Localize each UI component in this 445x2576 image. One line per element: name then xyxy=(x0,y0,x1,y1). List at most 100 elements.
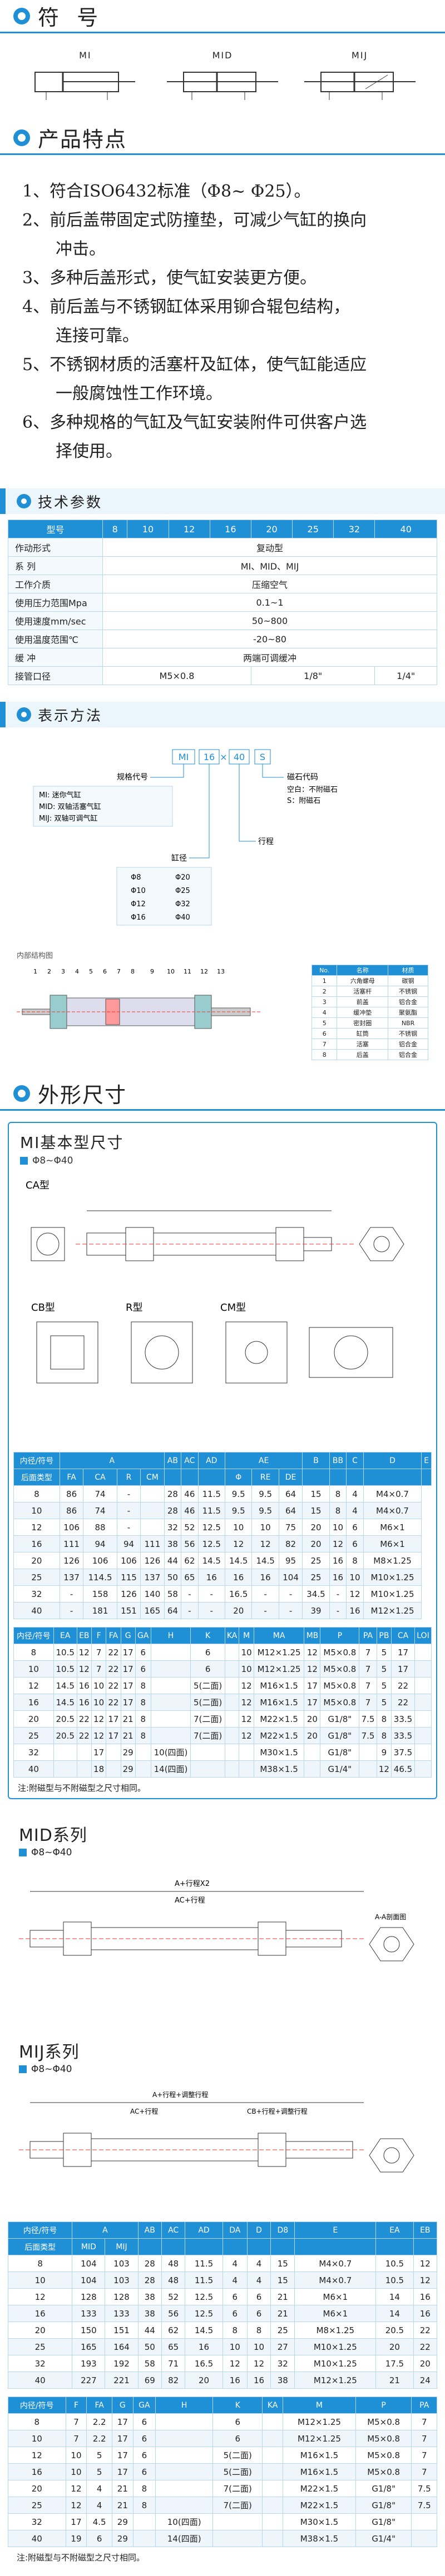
table-cell: 15 xyxy=(270,2255,295,2272)
table-cell: 4 xyxy=(222,2272,248,2289)
table-cell: 19 xyxy=(65,2530,87,2547)
table-cell: 16 xyxy=(7,2305,73,2322)
table-cell: 6 xyxy=(132,2447,156,2464)
table-cell: 12 xyxy=(7,2288,73,2305)
table-cell: 20.5 xyxy=(53,1727,77,1744)
table-header-cell: FA xyxy=(106,1627,121,1644)
table-cell: 17 xyxy=(391,1660,415,1678)
table-row: 缓 冲两端可调缓冲 xyxy=(8,648,437,667)
table-cell: 14.5 xyxy=(197,1552,225,1569)
table-cell: 10.5 xyxy=(53,1660,77,1678)
table-cell: 9 xyxy=(376,1744,392,1761)
table-cell: 5 xyxy=(86,2447,112,2464)
table-cell: 6 xyxy=(135,1644,151,1661)
table-cell: 133 xyxy=(72,2305,106,2322)
table-cell: 12.5 xyxy=(197,1519,225,1536)
table-cell: M8×1.25 xyxy=(294,2322,377,2339)
bore-option: Φ32 xyxy=(175,900,190,908)
table-cell: 8 xyxy=(7,2255,73,2272)
table-cell: - xyxy=(278,1585,303,1602)
table-cell: 4 xyxy=(86,2497,112,2514)
table-cell: 7.5 xyxy=(359,1727,377,1744)
table-cell xyxy=(212,2513,263,2530)
part-num-3: 3 xyxy=(61,968,65,975)
table-cell: 11.5 xyxy=(197,1502,225,1519)
table-cell: 8 xyxy=(329,1485,347,1502)
table-cell: 22 xyxy=(413,2338,438,2355)
table-cell: 46 xyxy=(181,1502,199,1519)
table-cell: 7 xyxy=(411,2463,437,2480)
table-cell: 58 xyxy=(137,2355,162,2372)
table-cell: 20 xyxy=(7,2322,73,2339)
table-cell: 17 xyxy=(106,1710,121,1728)
table-cell: M4×0.7 xyxy=(363,1502,422,1519)
symbol-title: 符 号 xyxy=(38,6,104,30)
table-cell xyxy=(224,1760,240,1778)
bore-option: Φ12 xyxy=(131,900,146,908)
table-header-cell: H xyxy=(155,2397,214,2414)
table-cell: 6 xyxy=(212,2430,263,2447)
table-header-cell: K xyxy=(190,1627,225,1644)
table-cell: 25 xyxy=(7,2338,73,2355)
table-cell: 5 xyxy=(86,2463,112,2480)
table-cell xyxy=(150,1727,191,1744)
table-cell: 16 xyxy=(8,2463,66,2480)
table-cell: - xyxy=(116,1502,141,1519)
bore-option: Φ40 xyxy=(175,913,190,922)
table-cell xyxy=(224,1744,240,1761)
table-cell: 7 xyxy=(359,1677,377,1694)
table-cell: 20 xyxy=(375,2338,414,2355)
table-cell: 46 xyxy=(181,1485,199,1502)
table-cell: 193 xyxy=(72,2355,106,2372)
table-cell: 16 xyxy=(224,1569,253,1586)
table-cell: 10 xyxy=(7,2272,73,2289)
table-cell xyxy=(411,2513,437,2530)
table-cell: M12×1.25 xyxy=(283,2413,356,2430)
table-cell: 29 xyxy=(120,1760,136,1778)
table-cell: 2.2 xyxy=(86,2413,112,2430)
table-cell: 12 xyxy=(246,2355,271,2372)
table-cell: 4 xyxy=(346,1502,364,1519)
table-cell: 227 xyxy=(72,2372,106,2389)
table-cell: 62 xyxy=(161,2322,186,2339)
table-cell: - xyxy=(116,1485,141,1502)
feature-item: 1、符合ISO6432标准（Φ8~ Φ25）。 xyxy=(22,182,311,201)
table-cell: M10×1.25 xyxy=(294,2355,377,2372)
table-cell: 7(二面) xyxy=(190,1710,225,1728)
mid-title: MID系列 xyxy=(19,1826,87,1845)
mid-section: MID系列 Φ8~Φ40 A+行程X2 AC+行程 A-A剖面图 xyxy=(0,1810,445,2027)
table-cell: 10 xyxy=(251,1519,279,1536)
table-cell: 12 xyxy=(65,2480,87,2497)
table-cell xyxy=(155,2430,214,2447)
table-cell: 8 xyxy=(346,1552,364,1569)
table-cell: 10.5 xyxy=(53,1644,77,1661)
table-cell: 64 xyxy=(164,1602,182,1619)
table-cell: 32 xyxy=(13,1585,60,1602)
table-cell: 133 xyxy=(105,2305,139,2322)
table-cell: 44 xyxy=(137,2322,162,2339)
table-cell: 7 xyxy=(411,2413,437,2430)
table-cell: 14.5 xyxy=(224,1552,253,1569)
table-cell: 7 xyxy=(91,1644,107,1661)
table-cell: 9.5 xyxy=(224,1502,253,1519)
table-cell: 12 xyxy=(239,1677,254,1694)
table-header-cell: MA xyxy=(253,1627,305,1644)
table-cell: 10 xyxy=(246,2338,271,2355)
table-cell: M16×1.5 xyxy=(283,2447,356,2464)
table-header-cell: LOI xyxy=(414,1627,432,1644)
table-cell: 20.5 xyxy=(53,1710,77,1728)
table-cell: - xyxy=(278,1602,303,1619)
table-cell: 38 xyxy=(137,2305,162,2322)
table-cell: M30×1.5 xyxy=(283,2513,356,2530)
table-cell: 12 xyxy=(304,1660,321,1678)
table-cell xyxy=(190,1744,225,1761)
table-cell: 40 xyxy=(8,2530,66,2547)
table-cell: 12 xyxy=(376,1760,392,1778)
